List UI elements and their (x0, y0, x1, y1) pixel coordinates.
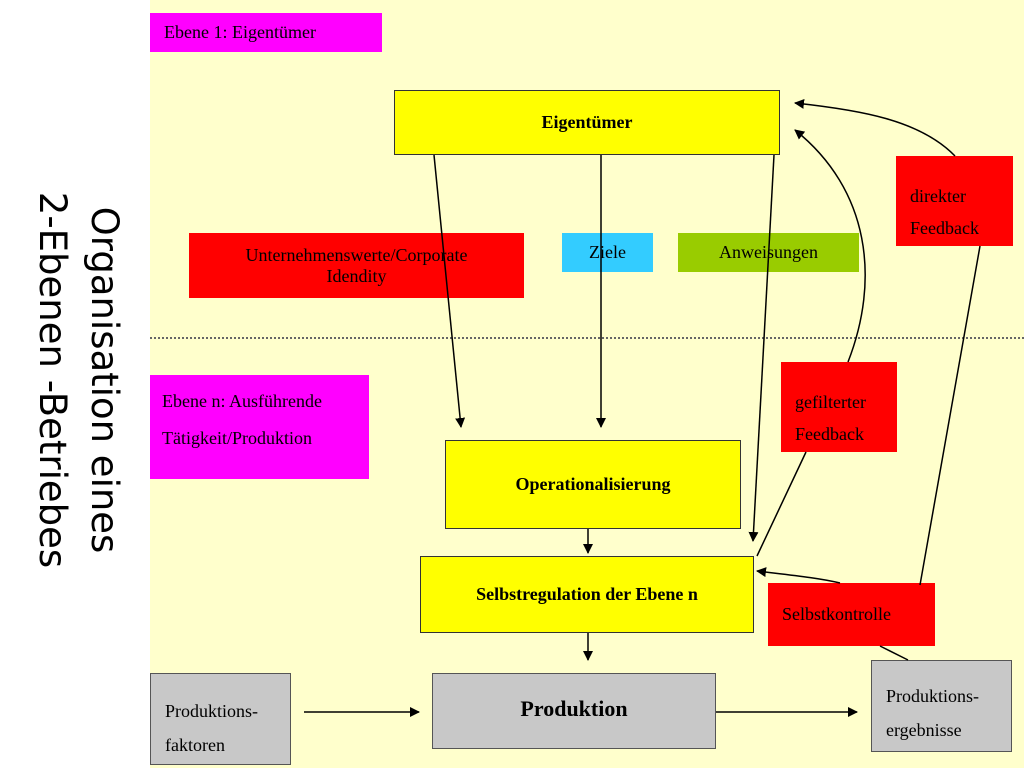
produktionsergebnisse-line-1: Produktions- (886, 686, 980, 706)
level-1-label: Ebene 1: Eigentümer (150, 13, 382, 52)
produktionsergebnisse-box: Produktions- ergebnisse (871, 660, 1012, 752)
arrow-eigentuemer-to-selbstregulation (748, 154, 775, 542)
ziele-label: Ziele (589, 242, 626, 262)
operationalisierung-label: Operationalisierung (515, 474, 671, 494)
eigentuemer-box: Eigentümer (394, 90, 780, 155)
arrow-direkter-feedback (795, 103, 981, 586)
level-1-label-text: Ebene 1: Eigentümer (164, 22, 316, 42)
selbstregulation-label: Selbstregulation der Ebene n (476, 584, 698, 604)
arrow-eigentuemer-to-operationalisierung-left (433, 154, 466, 428)
eigentuemer-label: Eigentümer (541, 112, 633, 132)
unternehmenswerte-box: Unternehmenswerte/Corporate Idendity (189, 233, 524, 298)
gefilterter-feedback-line-2: Feedback (795, 424, 864, 444)
selbstkontrolle-label: Selbstkontrolle (782, 604, 891, 624)
produktionsfaktoren-line-1: Produktions- (165, 701, 259, 721)
level-n-label: Ebene n: Ausführende Tätigkeit/Produktio… (150, 375, 369, 479)
gefilterter-feedback-box: gefilterter Feedback (781, 362, 897, 452)
level-separator (150, 337, 1024, 339)
direkter-feedback-line-2: Feedback (910, 218, 979, 238)
selbstregulation-box: Selbstregulation der Ebene n (420, 556, 754, 633)
ziele-box: Ziele (562, 233, 653, 272)
operationalisierung-box: Operationalisierung (445, 440, 741, 529)
arrow-selbstkontrolle (757, 571, 909, 661)
gefilterter-feedback-line-1: gefilterter (795, 392, 866, 412)
level-n-label-line-2: Tätigkeit/Produktion (162, 428, 312, 448)
produktionsfaktoren-box: Produktions- faktoren (150, 673, 291, 765)
direkter-feedback-box: direkter Feedback (896, 156, 1013, 246)
unternehmenswerte-line-2: Idendity (326, 265, 387, 286)
produktion-box: Produktion (432, 673, 716, 749)
produktionsfaktoren-line-2: faktoren (165, 735, 225, 755)
unternehmenswerte-line-1: Unternehmenswerte/Corporate (245, 244, 468, 265)
direkter-feedback-line-1: direkter (910, 186, 966, 206)
arrow-gefilterter-feedback (756, 130, 866, 557)
selbstkontrolle-box: Selbstkontrolle (768, 583, 935, 646)
level-n-label-line-1: Ebene n: Ausführende (162, 391, 322, 411)
produktionsergebnisse-line-2: ergebnisse (886, 720, 962, 740)
produktion-label: Produktion (520, 696, 628, 721)
